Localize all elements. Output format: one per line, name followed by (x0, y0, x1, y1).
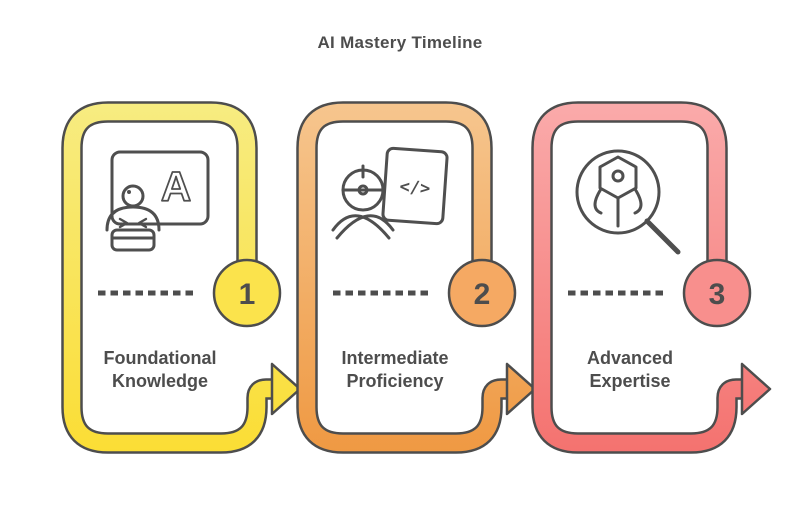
stage-label: Intermediate (341, 348, 448, 368)
stage-card-2: 2 </> Intermediate Proficiency (296, 101, 537, 454)
stage-number-badge (447, 258, 517, 328)
card-border (533, 103, 746, 452)
stage-card-3: 3 Advanced Expertise (531, 101, 772, 454)
stage-label: Foundational (104, 348, 217, 368)
stage-number: 2 (474, 278, 491, 311)
stage-number-badge (682, 258, 752, 328)
arrow-right-icon (740, 362, 772, 416)
board-letter: A (161, 163, 191, 210)
stage-card-1: 1 A Foundational Knowledge (61, 101, 302, 454)
diagram-title: AI Mastery Timeline (317, 33, 483, 52)
stage-number-badge (212, 258, 282, 328)
card-border (298, 103, 511, 452)
code-symbol: </> (399, 177, 431, 199)
card-border (63, 103, 276, 452)
stage-label: Knowledge (112, 371, 208, 391)
engineer-code-document-icon: </> (331, 146, 449, 240)
stage-label: Advanced (587, 348, 673, 368)
magnifier-robot-icon (575, 149, 681, 255)
arrow-right-icon (270, 362, 302, 416)
stage-number: 1 (239, 278, 256, 311)
stage-label: Expertise (589, 371, 670, 391)
stage-label: Proficiency (346, 371, 443, 391)
stage-number: 3 (709, 278, 726, 311)
robot-presentation-board-icon: A (105, 150, 210, 252)
arrow-right-icon (505, 362, 537, 416)
